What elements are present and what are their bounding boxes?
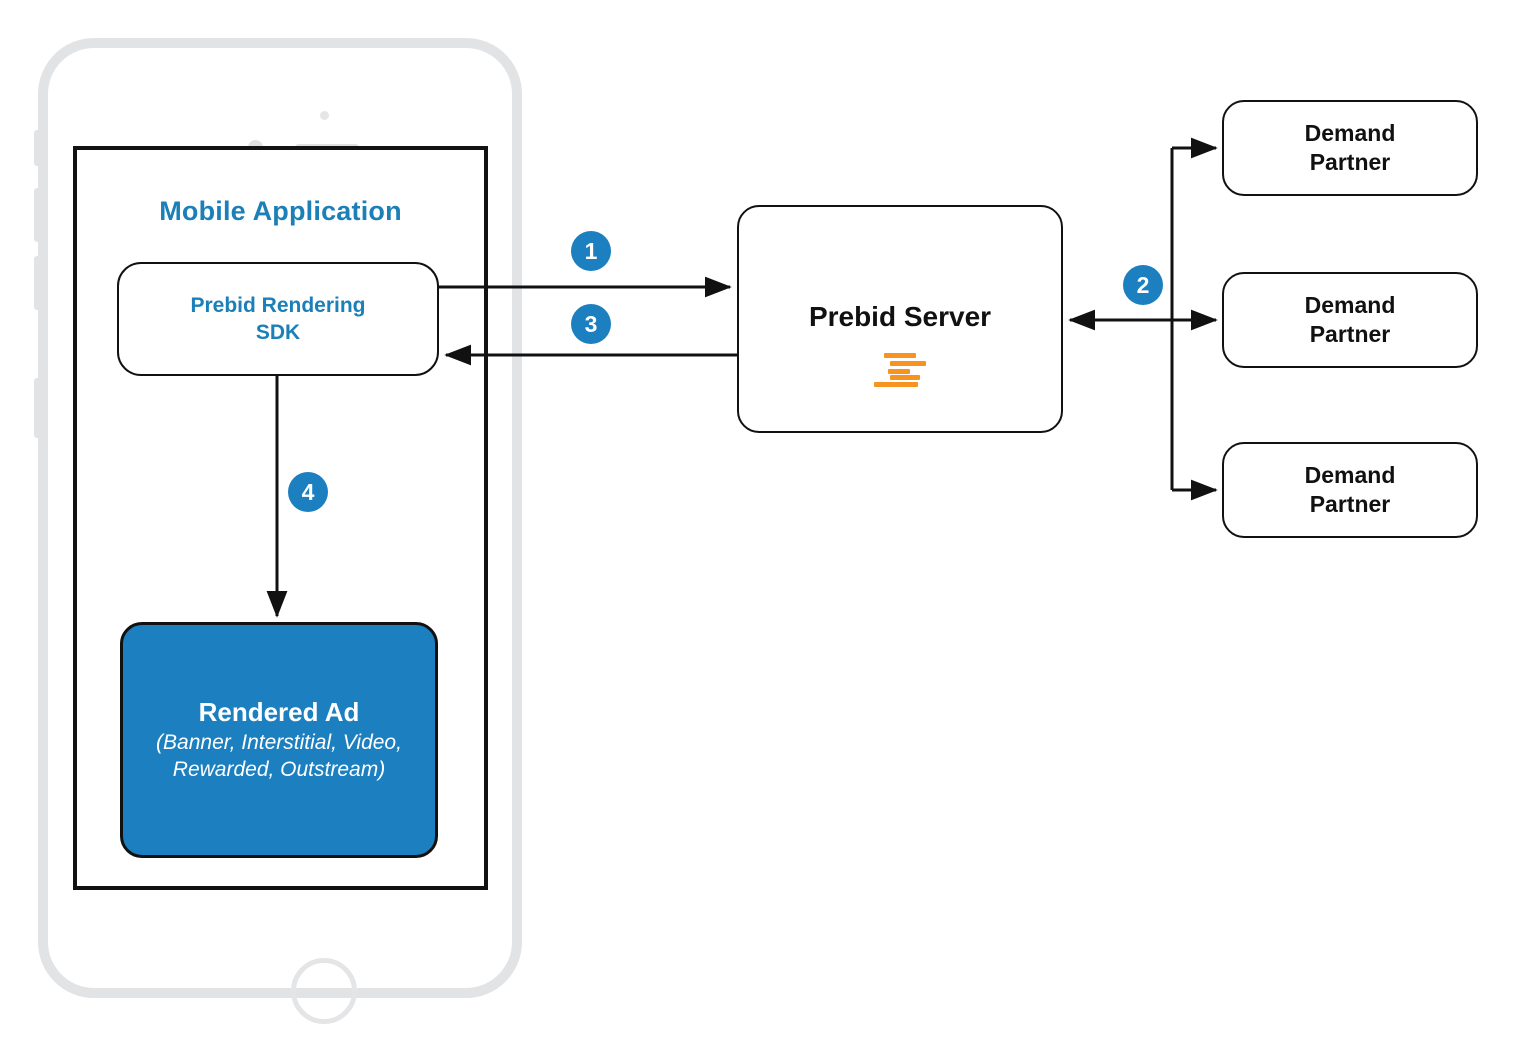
demand-partner-label: Demand Partner [1304,461,1396,517]
mobile-application-title: Mobile Application [159,196,402,226]
prebid-rendering-sdk-node[interactable]: Prebid Rendering SDK [117,262,439,376]
demand-partner-node-2[interactable]: Demand Partner [1222,272,1478,368]
home-button[interactable] [291,958,357,1024]
prebid-server-label: Prebid Server [808,301,992,332]
demand-partner-label: Demand Partner [1304,119,1396,175]
silent-switch[interactable] [34,130,39,166]
prebid-rendering-sdk-label: Prebid Rendering SDK [190,293,366,344]
volume-down-button[interactable] [34,256,39,310]
demand-partner-label: Demand Partner [1304,291,1396,347]
prebid-logo-icon [874,353,926,387]
volume-up-button[interactable] [34,188,39,242]
demand-partner-node-3[interactable]: Demand Partner [1222,442,1478,538]
step-badge-2: 2 [1123,265,1163,305]
demand-partner-node-1[interactable]: Demand Partner [1222,100,1478,196]
step-badge-4: 4 [288,472,328,512]
step-badge-3: 3 [571,304,611,344]
power-button[interactable] [34,378,39,438]
prebid-server-node[interactable]: Prebid Server [737,205,1063,433]
rendered-ad-subtitle: (Banner, Interstitial, Video, Rewarded, … [156,731,402,781]
step-badge-1: 1 [571,231,611,271]
rendered-ad-node[interactable]: Rendered Ad (Banner, Interstitial, Video… [120,622,438,858]
proximity-sensor-icon [320,111,329,120]
rendered-ad-title: Rendered Ad [198,697,360,728]
